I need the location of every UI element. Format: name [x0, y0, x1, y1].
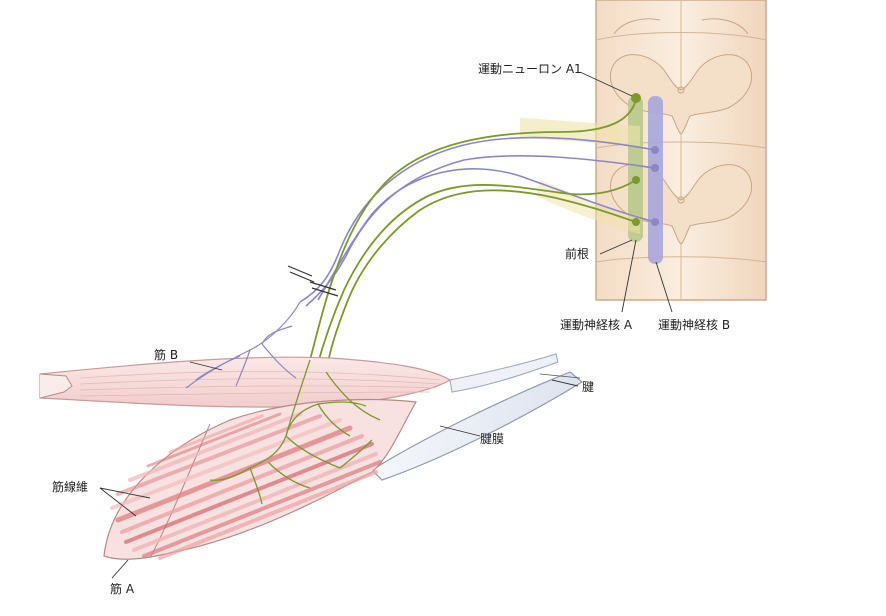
muscle-b [39, 301, 452, 408]
neuron-a1-body [631, 93, 641, 103]
label-ventral-root: 前根 [565, 247, 590, 261]
leader-lines [99, 71, 673, 579]
muscle-fibers [110, 412, 382, 560]
motor-nucleus-b-column [648, 96, 663, 264]
gray-matter-upper [610, 54, 752, 135]
spinal-cord [595, 0, 767, 301]
gray-matter-lower [610, 164, 752, 245]
neuron-bodies [631, 93, 659, 226]
label-motor-nucleus-b: 運動神経核 B [658, 318, 731, 332]
label-motor-neuron-a1: 運動ニューロン A1 [478, 62, 582, 76]
label-tendon-membrane: 腱膜 [480, 432, 505, 446]
muscle-a [103, 359, 417, 560]
label-motor-nucleus-a: 運動神経核 A [560, 318, 633, 332]
label-muscle-fiber: 筋線維 [52, 480, 89, 494]
nerve-cut-marks [287, 265, 339, 297]
tendon [371, 353, 584, 481]
label-muscle-b: 筋 B [154, 348, 179, 362]
label-muscle-a: 筋 A [110, 582, 135, 596]
label-tendon: 腱 [582, 380, 595, 394]
nerve-fibers-a [309, 99, 637, 373]
